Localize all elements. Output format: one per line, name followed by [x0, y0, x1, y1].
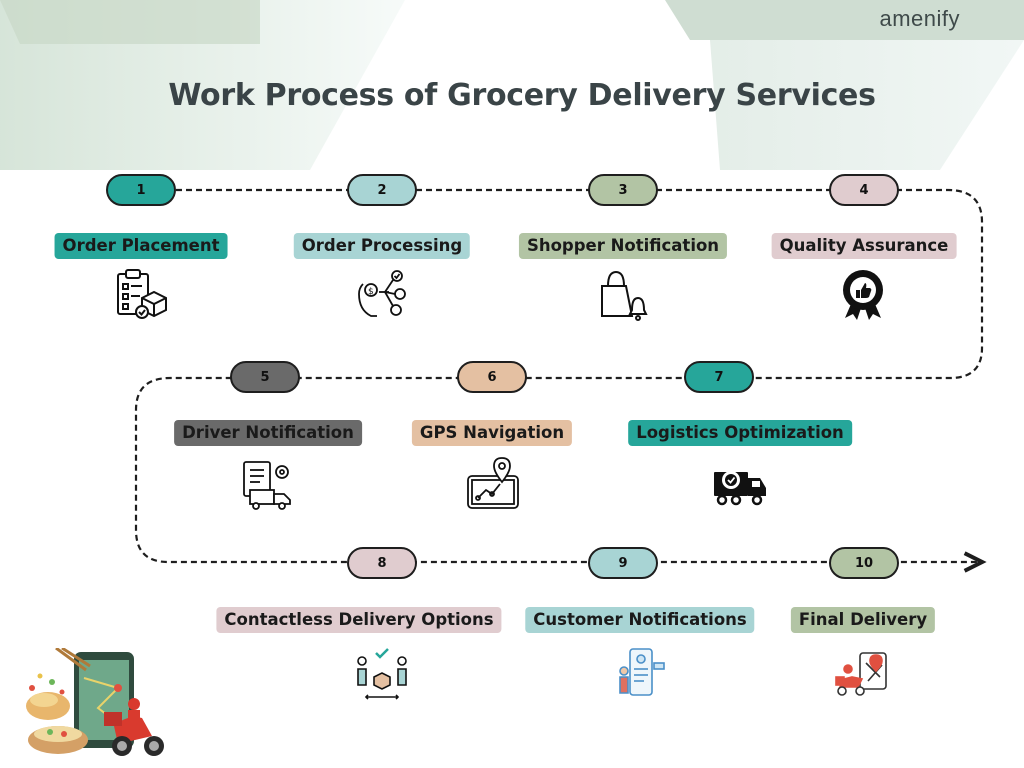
- badge-thumbs-up-icon: [833, 264, 893, 324]
- step-4-number: 4: [829, 174, 899, 206]
- clipboard-box-icon: [110, 264, 170, 324]
- checklist-truck-icon: [236, 454, 296, 514]
- step-5-label: Driver Notification: [174, 420, 362, 446]
- scooter-map-icon: [832, 643, 892, 703]
- svg-text:$: $: [368, 287, 374, 297]
- truck-gear-icon: [710, 454, 770, 514]
- step-9-number: 9: [588, 547, 658, 579]
- step-2-number: 2: [347, 174, 417, 206]
- step-6-number: 6: [457, 361, 527, 393]
- hand-money-icon: $: [351, 264, 411, 324]
- bag-bell-icon: [592, 264, 652, 324]
- step-3-number: 3: [588, 174, 658, 206]
- step-1-label: Order Placement: [54, 233, 228, 259]
- step-10-number: 10: [829, 547, 899, 579]
- step-3-label: Shopper Notification: [518, 233, 728, 259]
- step-6-label: GPS Navigation: [411, 420, 573, 446]
- step-4-label: Quality Assurance: [771, 233, 957, 259]
- people-package-icon: [352, 643, 412, 703]
- step-2-label: Order Processing: [293, 233, 471, 259]
- phone-notification-icon: [610, 643, 670, 703]
- step-10-label: Final Delivery: [790, 607, 936, 633]
- page-title: Work Process of Grocery Delivery Service…: [168, 78, 876, 113]
- step-8-number: 8: [347, 547, 417, 579]
- step-8-label: Contactless Delivery Options: [216, 607, 502, 633]
- step-7-label: Logistics Optimization: [628, 420, 852, 446]
- brand-logo: amenify: [879, 6, 960, 31]
- tablet-map-pin-icon: [462, 454, 522, 514]
- step-5-number: 5: [230, 361, 300, 393]
- step-7-number: 7: [684, 361, 754, 393]
- step-1-number: 1: [106, 174, 176, 206]
- step-9-label: Customer Notifications: [525, 607, 755, 633]
- food-delivery-illustration: [26, 648, 164, 756]
